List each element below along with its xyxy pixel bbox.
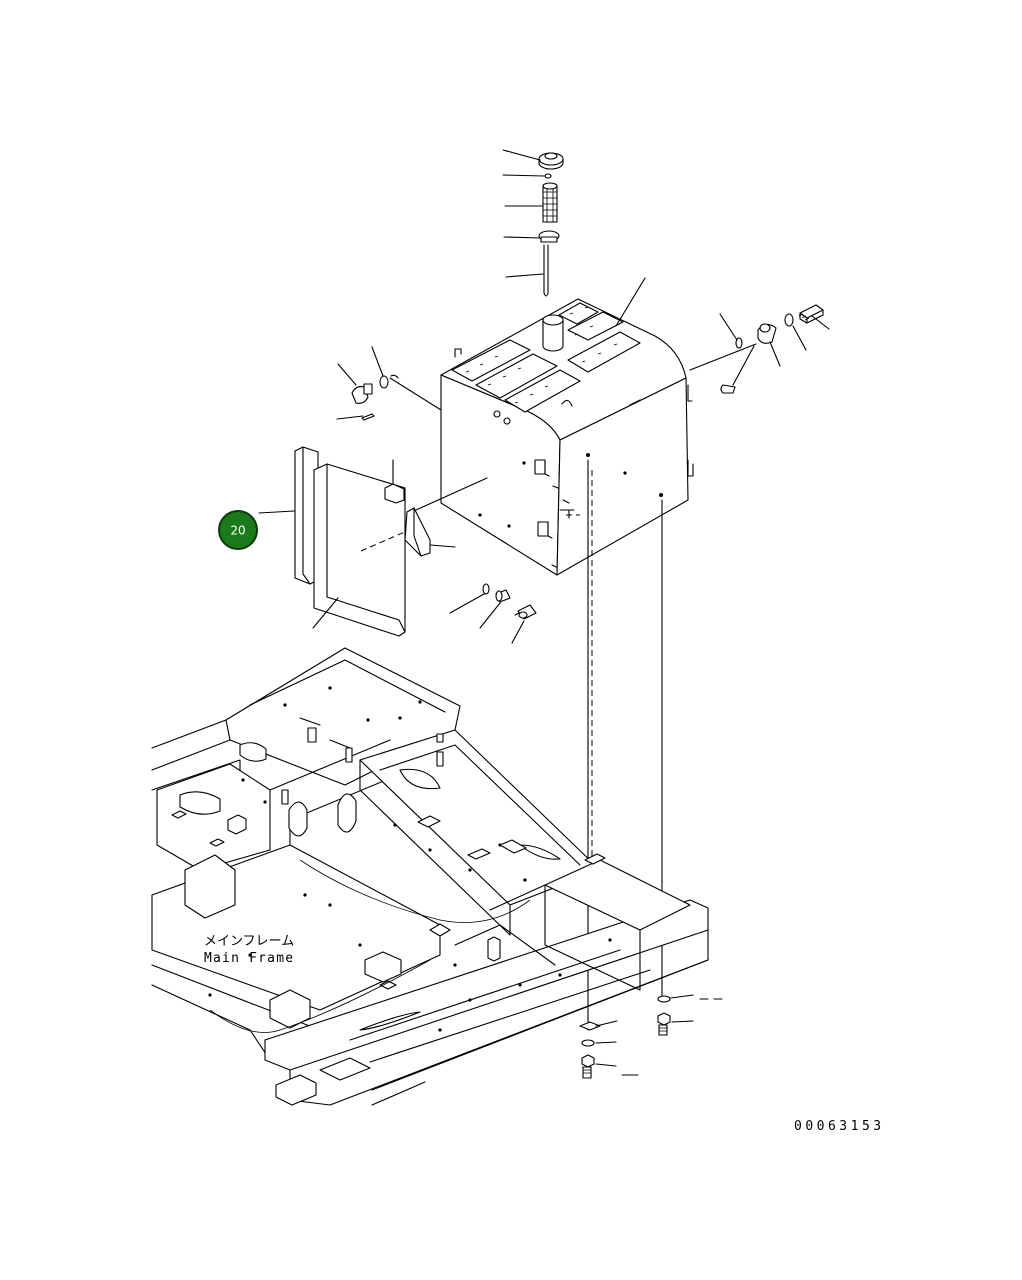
callout-20[interactable]: 20 — [218, 510, 258, 550]
right-side-fittings — [689, 304, 830, 394]
bottom-fittings — [449, 583, 537, 644]
main-frame-label-en: Main Frame — [204, 951, 294, 966]
callout-circle[interactable] — [218, 510, 258, 550]
main-frame — [151, 647, 709, 1106]
mounting-hardware — [579, 459, 723, 1079]
drawing-number: 00063153 — [794, 1119, 885, 1134]
hydraulic-tank — [440, 277, 694, 576]
cover-parts — [258, 446, 488, 637]
main-frame-label-jp: メインフレーム — [204, 934, 294, 949]
filler-cap-assembly — [502, 149, 564, 297]
panel-texture — [465, 306, 618, 404]
callout-number: 20 — [230, 524, 245, 538]
left-side-fittings — [336, 346, 442, 421]
frame-holes — [208, 686, 612, 1032]
